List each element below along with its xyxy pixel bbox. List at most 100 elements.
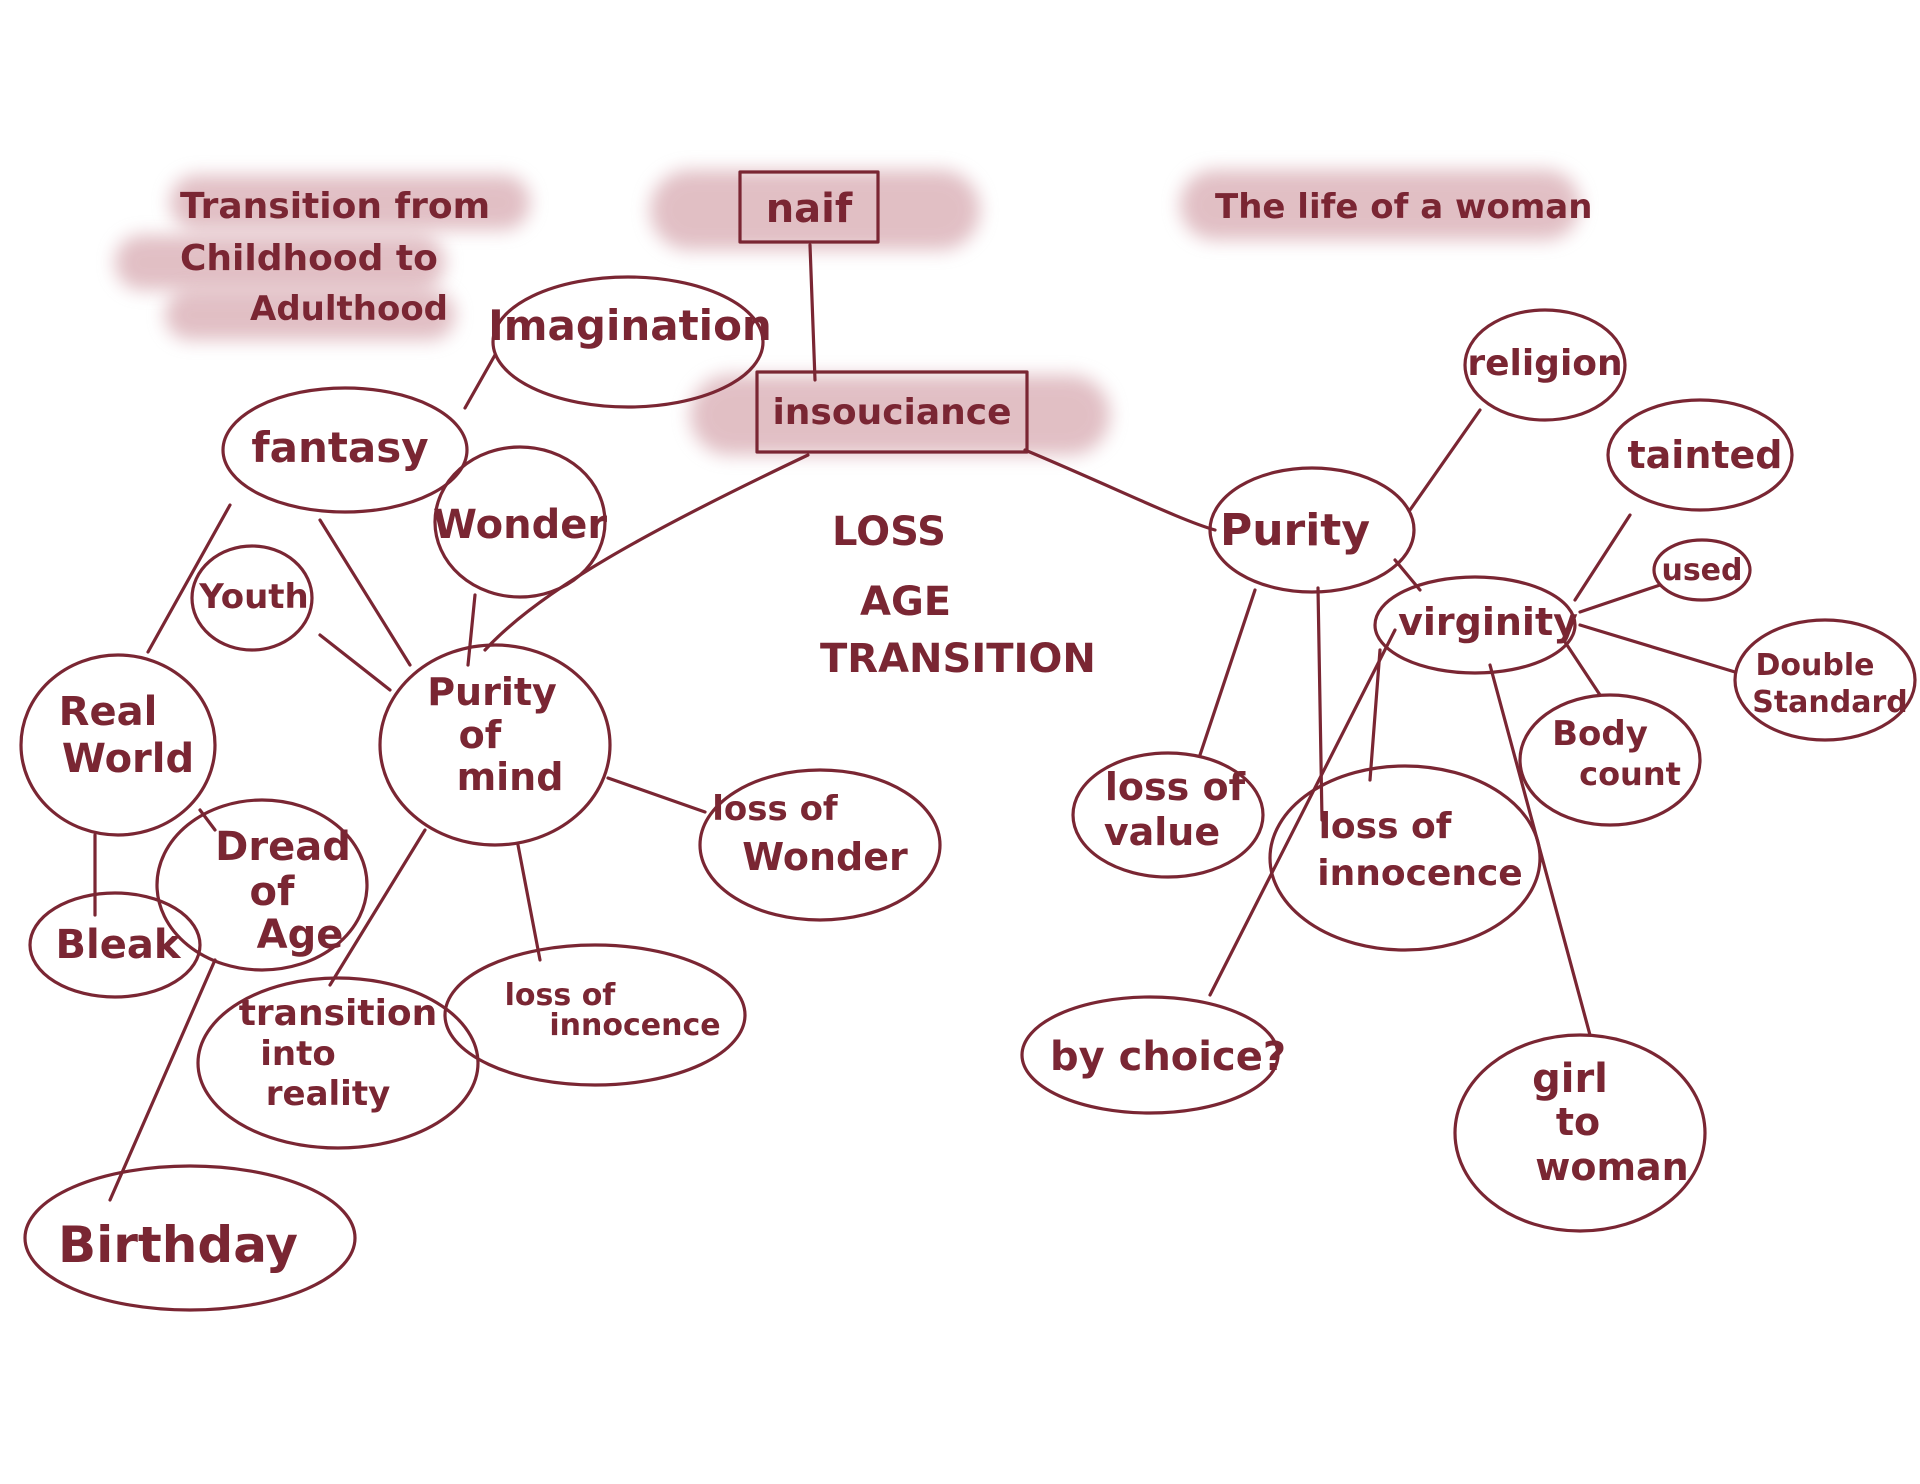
purity-of-mind-label-2: of <box>459 713 502 757</box>
dread-of-age-label-2: of <box>250 869 295 915</box>
highlight-left-heading-2 <box>115 235 445 290</box>
connector-fantasy-real-world <box>146 503 232 654</box>
bleak-ellipse <box>28 891 202 999</box>
body-count-label-2: count <box>1579 755 1681 793</box>
youth-ellipse <box>190 544 314 652</box>
virginity-label: virginity <box>1398 600 1578 644</box>
headings: Transition from Childhood to Adulthood T… <box>180 186 1592 329</box>
dread-of-age-label-1: Dread <box>215 824 351 870</box>
loss-of-wonder-ellipse <box>698 768 942 922</box>
insouciance-label: insouciance <box>772 392 1011 433</box>
by-choice-ellipse <box>1020 995 1280 1115</box>
body-count-ellipse <box>1518 693 1702 827</box>
connector-purity-of-mind-transition <box>328 828 427 987</box>
virginity-ellipse <box>1373 575 1577 675</box>
highlight-left-heading-1 <box>170 175 530 230</box>
left-heading-line-2: Childhood to <box>180 238 438 279</box>
purity-of-mind-label-1: Purity <box>427 670 557 714</box>
center-words: LOSS AGE TRANSITION <box>820 509 1096 682</box>
wonder-label: Wonder <box>433 502 607 548</box>
connector-fantasy-imagination <box>463 353 497 410</box>
center-word-loss: LOSS <box>832 509 946 555</box>
purity-of-mind-ellipse <box>378 643 612 847</box>
loss-of-value-label-2: value <box>1104 810 1220 854</box>
tainted-ellipse <box>1606 398 1794 512</box>
fantasy-label: fantasy <box>251 423 428 472</box>
loss-of-wonder-label-1: loss of <box>712 789 839 829</box>
purity-of-mind-label-3: mind <box>457 755 564 799</box>
connector-purity-of-mind-loss-of-wonder <box>606 776 707 814</box>
connector-virginity-loss-of-innocence <box>1368 648 1382 782</box>
connector-fantasy-purity-of-mind <box>318 518 412 667</box>
connector-wonder-purity-of-mind <box>466 593 477 667</box>
loss-of-value-label-1: loss of <box>1105 765 1246 809</box>
purity-ellipse <box>1208 466 1416 594</box>
connector-insouciance-purity-of-mind <box>483 453 810 652</box>
loss-of-innocence-right-label-2: innocence <box>1317 853 1522 894</box>
bleak-label: Bleak <box>56 922 182 968</box>
loss-of-innocence-right-ellipse <box>1268 764 1542 952</box>
highlight-insouciance <box>690 375 1110 455</box>
birthday-ellipse <box>23 1164 357 1312</box>
connector-virginity-by-choice <box>1208 628 1397 997</box>
left-heading-line-1: Transition from <box>180 186 490 227</box>
highlight-marks <box>115 170 1580 455</box>
left-heading-line-3: Adulthood <box>250 289 448 329</box>
religion-ellipse <box>1463 308 1627 422</box>
imagination-ellipse <box>491 275 765 409</box>
connector-youth-purity-of-mind <box>318 633 392 692</box>
connector-dread-birthday <box>108 958 217 1202</box>
body-count-label-1: Body <box>1552 714 1648 754</box>
religion-label: religion <box>1467 343 1622 384</box>
naif-box <box>738 170 880 244</box>
transition-into-reality-label-1: transition <box>239 993 438 1034</box>
double-standard-label-1: Double <box>1756 648 1875 683</box>
dread-of-age-ellipse <box>155 798 369 972</box>
used-ellipse <box>1652 538 1752 602</box>
girl-to-woman-ellipse <box>1453 1033 1707 1233</box>
connector-lines <box>93 243 1737 1202</box>
connector-naif-insouciance <box>808 243 817 382</box>
tainted-label: tainted <box>1627 433 1782 477</box>
naif-label: naif <box>766 186 853 232</box>
center-word-age: AGE <box>860 579 951 625</box>
insouciance-box <box>755 370 1029 454</box>
connector-purity-religion <box>1408 408 1482 512</box>
node-shapes <box>19 170 1917 1312</box>
girl-to-woman-label-2: to <box>1556 1100 1600 1144</box>
double-standard-label-2: Standard <box>1752 685 1908 720</box>
real-world-label-1: Real <box>59 689 158 735</box>
wonder-ellipse <box>433 445 607 599</box>
loss-of-innocence-right-label-1: loss of <box>1319 806 1452 847</box>
real-world-ellipse <box>19 653 217 837</box>
girl-to-woman-label-1: girl <box>1532 1056 1608 1102</box>
purity-label: Purity <box>1220 505 1370 556</box>
dread-of-age-label-3: Age <box>257 912 344 958</box>
connector-virginity-body-count <box>1563 640 1602 697</box>
connector-virginity-double-standard <box>1578 623 1737 674</box>
connector-purity-loss-of-innocence <box>1316 586 1324 822</box>
loss-of-innocence-left-label-1: loss of <box>505 978 617 1013</box>
connector-virginity-tainted <box>1573 513 1632 602</box>
node-labels: naif insouciance Imagination fantasy Won… <box>56 186 1908 1274</box>
right-heading: The life of a woman <box>1215 187 1592 227</box>
girl-to-woman-label-3: woman <box>1535 1145 1689 1189</box>
imagination-label: Imagination <box>488 301 772 350</box>
fantasy-ellipse <box>221 386 469 514</box>
connector-purity-of-mind-loss-of-innocence <box>516 843 542 962</box>
transition-into-reality-label-2: into <box>260 1034 335 1074</box>
connector-purity-loss-of-value <box>1198 588 1257 757</box>
transition-into-reality-label-3: reality <box>266 1074 391 1114</box>
loss-of-wonder-label-2: Wonder <box>742 835 908 879</box>
connector-insouciance-purity <box>1023 448 1217 532</box>
double-standard-ellipse <box>1733 618 1917 742</box>
connector-virginity-used <box>1578 583 1662 614</box>
used-label: used <box>1661 553 1742 588</box>
birthday-label: Birthday <box>58 1216 298 1274</box>
center-word-transition: TRANSITION <box>820 636 1096 682</box>
loss-of-value-ellipse <box>1071 751 1265 879</box>
real-world-label-2: World <box>62 736 194 782</box>
by-choice-label: by choice? <box>1050 1034 1286 1080</box>
